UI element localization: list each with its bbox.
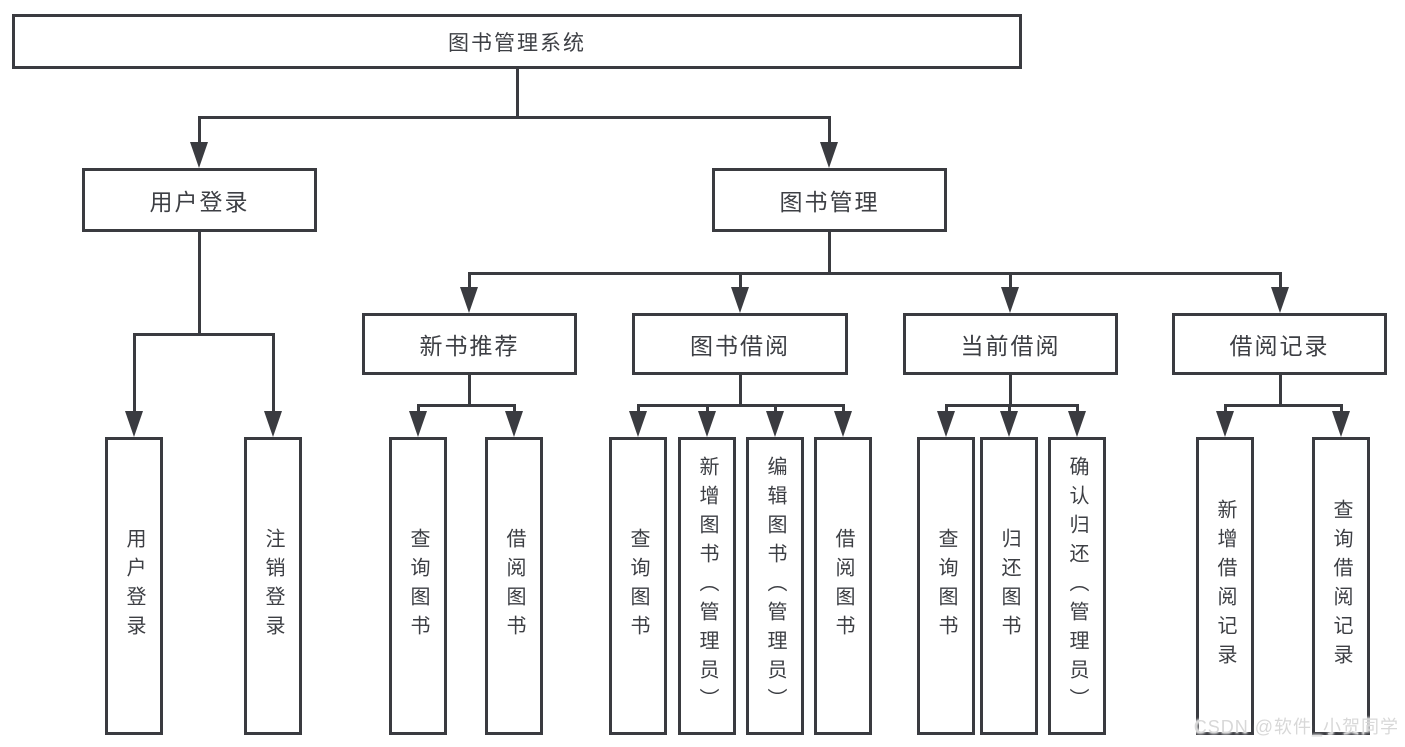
connector-segment (416, 404, 420, 414)
connector-segment (841, 404, 845, 414)
leaf-confirm-return-admin: 确认归还（管理员） (1048, 437, 1106, 735)
leaf-borrow-books-recommend: 借阅图书 (485, 437, 543, 735)
arrow-down-icon (820, 142, 838, 168)
connector-segment (1278, 272, 1282, 290)
arrow-down-icon (937, 411, 955, 437)
arrow-down-icon (629, 411, 647, 437)
node-borrowing-records: 借阅记录 (1172, 313, 1387, 375)
arrow-down-icon (409, 411, 427, 437)
connector-segment (467, 272, 471, 290)
arrow-down-icon (834, 411, 852, 437)
connector-segment (416, 404, 516, 407)
leaf-edit-book-admin: 编辑图书（管理员） (746, 437, 804, 735)
connector-segment (773, 404, 777, 414)
connector-segment (1007, 404, 1011, 414)
arrow-down-icon (1332, 411, 1350, 437)
arrow-down-icon (766, 411, 784, 437)
leaf-query-books-recommend: 查询图书 (389, 437, 447, 735)
leaf-label: 用户登录 (123, 528, 145, 644)
connector-segment (1278, 375, 1282, 407)
connector-segment (1008, 272, 1012, 290)
leaf-query-books-current: 查询图书 (917, 437, 975, 735)
connector-segment (132, 333, 275, 336)
node-current-borrowing: 当前借阅 (903, 313, 1118, 375)
arrow-down-icon (731, 287, 749, 313)
leaf-query-books-borrowing: 查询图书 (609, 437, 667, 735)
connector-segment (827, 232, 831, 275)
connector-segment (827, 116, 831, 145)
leaf-label: 确认归还（管理员） (1066, 455, 1088, 717)
connector-segment (636, 404, 845, 407)
leaf-label: 编辑图书（管理员） (764, 455, 786, 717)
leaf-label: 归还图书 (998, 528, 1020, 644)
connector-segment (1075, 404, 1079, 414)
arrow-down-icon (1068, 411, 1086, 437)
leaf-return-book: 归还图书 (980, 437, 1038, 735)
leaf-label: 注销登录 (262, 528, 284, 644)
connector-segment (1223, 404, 1343, 407)
connector-segment (467, 375, 471, 407)
connector-segment (197, 116, 201, 145)
connector-segment (944, 404, 948, 414)
leaf-add-book-admin: 新增图书（管理员） (678, 437, 736, 735)
arrow-down-icon (125, 411, 143, 437)
connector-segment (271, 333, 275, 413)
leaf-label: 借阅图书 (503, 528, 525, 644)
connector-segment (1223, 404, 1227, 414)
node-new-book-recommend: 新书推荐 (362, 313, 577, 375)
leaf-user-login: 用户登录 (105, 437, 163, 735)
arrow-down-icon (1216, 411, 1234, 437)
connector-segment (515, 69, 519, 118)
arrow-down-icon (1271, 287, 1289, 313)
arrow-down-icon (190, 142, 208, 168)
connector-segment (705, 404, 709, 414)
leaf-label: 查询图书 (935, 528, 957, 644)
connector-segment (944, 404, 1079, 407)
arrow-down-icon (1000, 411, 1018, 437)
csdn-watermark: CSDN @软件_小贺同学 (1193, 717, 1399, 737)
root-node: 图书管理系统 (12, 14, 1022, 69)
connector-segment (636, 404, 640, 414)
connector-segment (467, 272, 1282, 275)
arrow-down-icon (1001, 287, 1019, 313)
connector-segment (197, 116, 831, 119)
arrow-down-icon (264, 411, 282, 437)
node-book-management: 图书管理 (712, 168, 947, 232)
leaf-query-borrow-record: 查询借阅记录 (1312, 437, 1370, 735)
leaf-label: 查询图书 (407, 528, 429, 644)
connector-segment (197, 232, 201, 336)
connector-segment (132, 333, 136, 413)
connector-segment (738, 272, 742, 290)
connector-segment (512, 404, 516, 414)
leaf-add-borrow-record: 新增借阅记录 (1196, 437, 1254, 735)
leaf-borrow-books-borrowing: 借阅图书 (814, 437, 872, 735)
leaf-logout: 注销登录 (244, 437, 302, 735)
leaf-label: 新增图书（管理员） (696, 455, 718, 717)
connector-segment (738, 375, 742, 407)
leaf-label: 查询图书 (627, 528, 649, 644)
node-user-login: 用户登录 (82, 168, 317, 232)
node-book-borrowing: 图书借阅 (632, 313, 848, 375)
connector-segment (1339, 404, 1343, 414)
leaf-label: 借阅图书 (832, 528, 854, 644)
arrow-down-icon (460, 287, 478, 313)
leaf-label: 新增借阅记录 (1214, 499, 1236, 673)
leaf-label: 查询借阅记录 (1330, 499, 1352, 673)
connector-segment (1008, 375, 1012, 407)
arrow-down-icon (505, 411, 523, 437)
arrow-down-icon (698, 411, 716, 437)
